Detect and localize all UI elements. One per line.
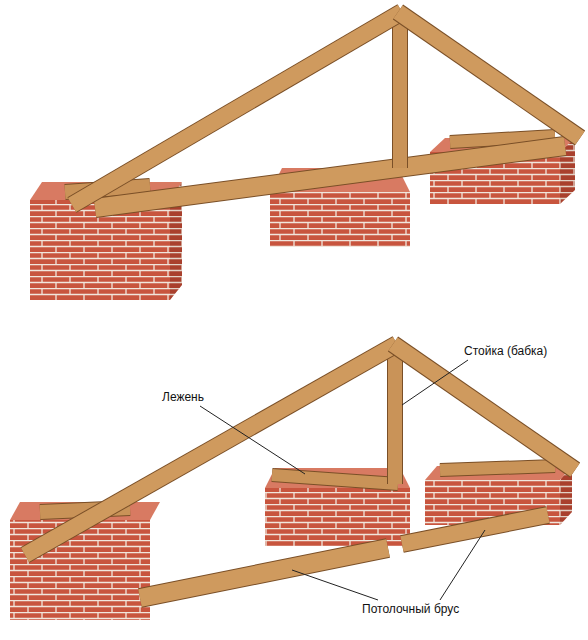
top-figure [30,12,580,300]
part-label: Стойка (бабка) [462,344,549,358]
part-label: Потолочный брус [360,602,461,616]
part-label: Лежень [160,390,206,404]
leader-lines [200,360,485,600]
bottom-figure [10,344,575,620]
